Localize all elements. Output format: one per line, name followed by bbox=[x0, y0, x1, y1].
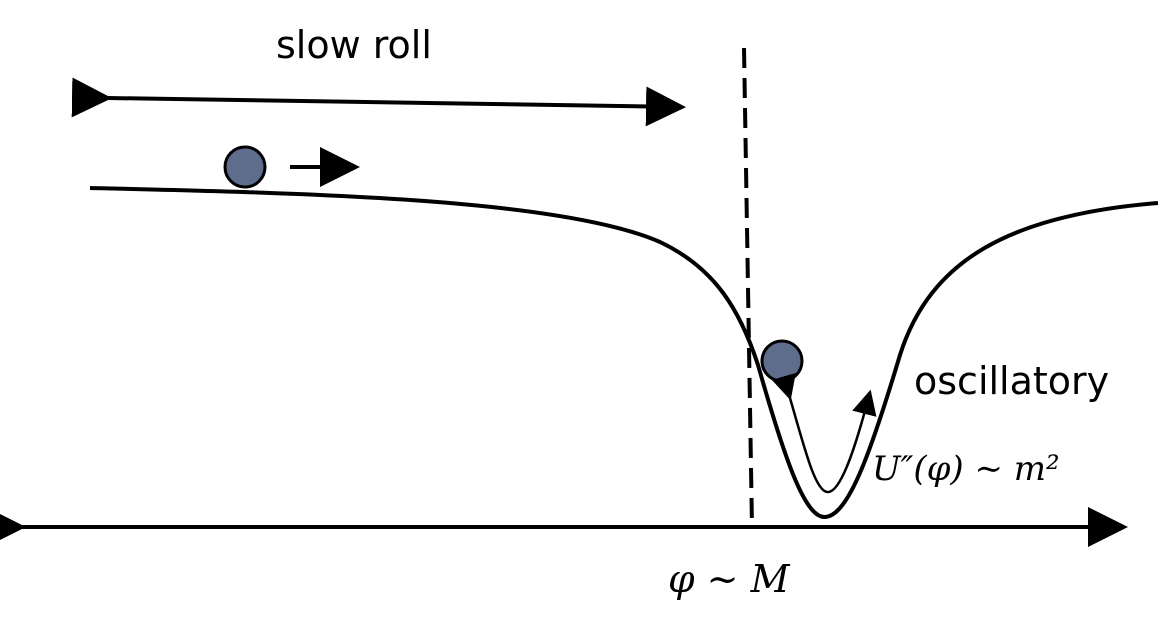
ball-icon-well bbox=[760, 339, 804, 383]
slow-roll-range-arrow bbox=[71, 77, 686, 127]
slow-roll-label: slow roll bbox=[276, 23, 432, 67]
threshold-dashed-line bbox=[742, 47, 754, 528]
ball-icon-plateau bbox=[223, 145, 267, 189]
oscillation-arrow bbox=[771, 372, 877, 494]
potential-curve bbox=[89, 186, 1159, 520]
oscillatory-label: oscillatory bbox=[914, 359, 1109, 403]
field-value-label: φ ∼ M bbox=[668, 557, 791, 601]
potential-curvature-label: U″(φ) ∼ m² bbox=[872, 449, 1060, 489]
